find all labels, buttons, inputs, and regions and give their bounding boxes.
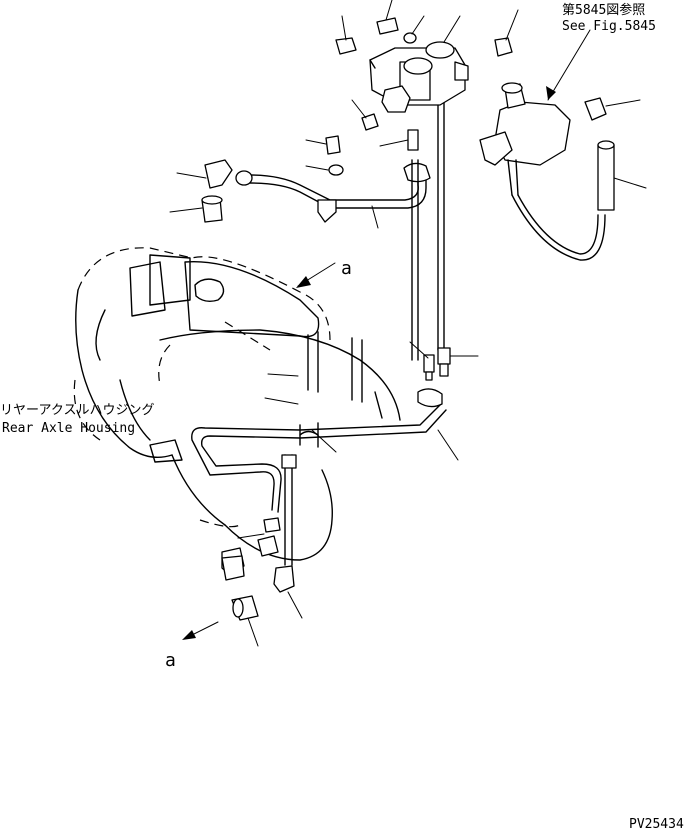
figure-ref-jp: 第5845図参照: [562, 2, 645, 18]
valve-fittings: [325, 17, 513, 176]
left-upper-fittings: [201, 159, 233, 223]
small-block: [221, 555, 245, 581]
rear-axle-housing: [73, 247, 401, 561]
upper-tube: [235, 162, 431, 223]
housing-label-jp: リヤーアクスルハウジング: [0, 403, 154, 418]
valve-block: [369, 41, 469, 113]
view-arrow-bottom: [182, 621, 219, 640]
view-mark-bottom: a: [165, 650, 176, 671]
figure-ref-en: See Fig.5845: [562, 19, 656, 34]
view-arrow-top: [296, 262, 336, 288]
main-tube-assembly: [191, 404, 447, 566]
housing-label-en: Rear Axle Housing: [2, 421, 135, 436]
vertical-tubes: [407, 99, 451, 408]
view-mark-top: a: [341, 258, 352, 279]
leader-lines: [169, 0, 647, 647]
drawing-code: PV25434: [629, 817, 684, 832]
right-valve-assembly: [479, 82, 615, 261]
